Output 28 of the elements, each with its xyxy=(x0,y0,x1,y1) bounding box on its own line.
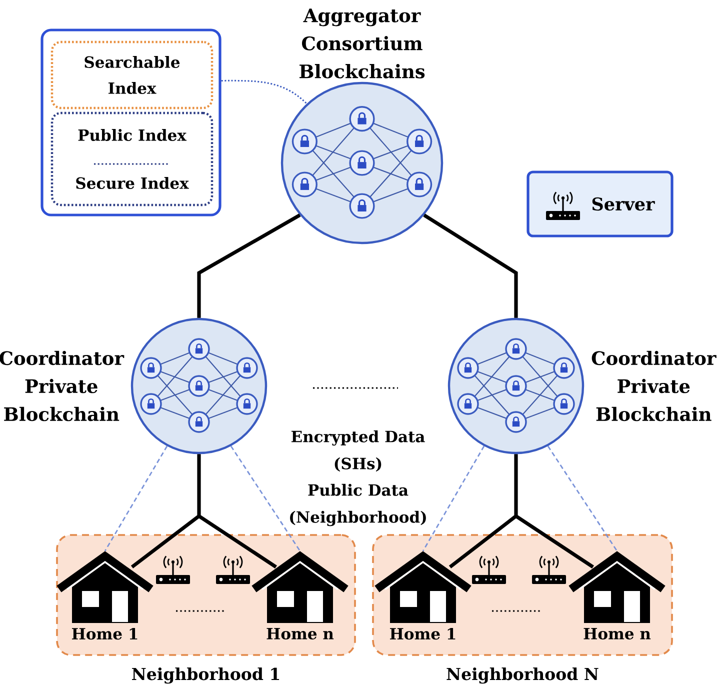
node-label: Neighborhood N xyxy=(446,667,598,684)
house: Home n xyxy=(252,551,348,640)
dashed-line xyxy=(547,446,618,552)
dashed-line xyxy=(422,446,485,552)
connector-line xyxy=(448,452,595,569)
connector-line xyxy=(197,214,301,318)
house: Home 1 xyxy=(374,551,472,640)
index-box: Public Index Secure Index xyxy=(50,112,214,206)
dashed-line xyxy=(230,446,301,552)
house: Home n xyxy=(568,551,666,640)
node-label: Home 1 xyxy=(390,628,456,640)
node-label: Coordinator Private Blockchain xyxy=(592,350,716,422)
house: Home 1 xyxy=(56,551,154,640)
frame-box xyxy=(40,28,222,216)
node-label: Home n xyxy=(584,628,651,640)
dotted-line xyxy=(221,80,308,104)
dashed-line xyxy=(104,446,168,552)
data-label: Encrypted Data (SHs) xyxy=(292,430,425,472)
node-label: Aggregator Consortium Blockchains xyxy=(300,8,425,78)
node-label: Home n xyxy=(266,628,334,640)
connector-line xyxy=(423,214,518,318)
node-label: Coordinator Private Blockchain xyxy=(0,350,124,422)
connector-line xyxy=(130,452,278,569)
node-label: Neighborhood 1 xyxy=(132,667,280,684)
data-label: Public Data (Neighborhood) xyxy=(290,484,426,526)
server-box: Server xyxy=(526,170,674,238)
node-label: Home 1 xyxy=(72,628,138,640)
index-box: Searchable Index xyxy=(50,40,214,110)
